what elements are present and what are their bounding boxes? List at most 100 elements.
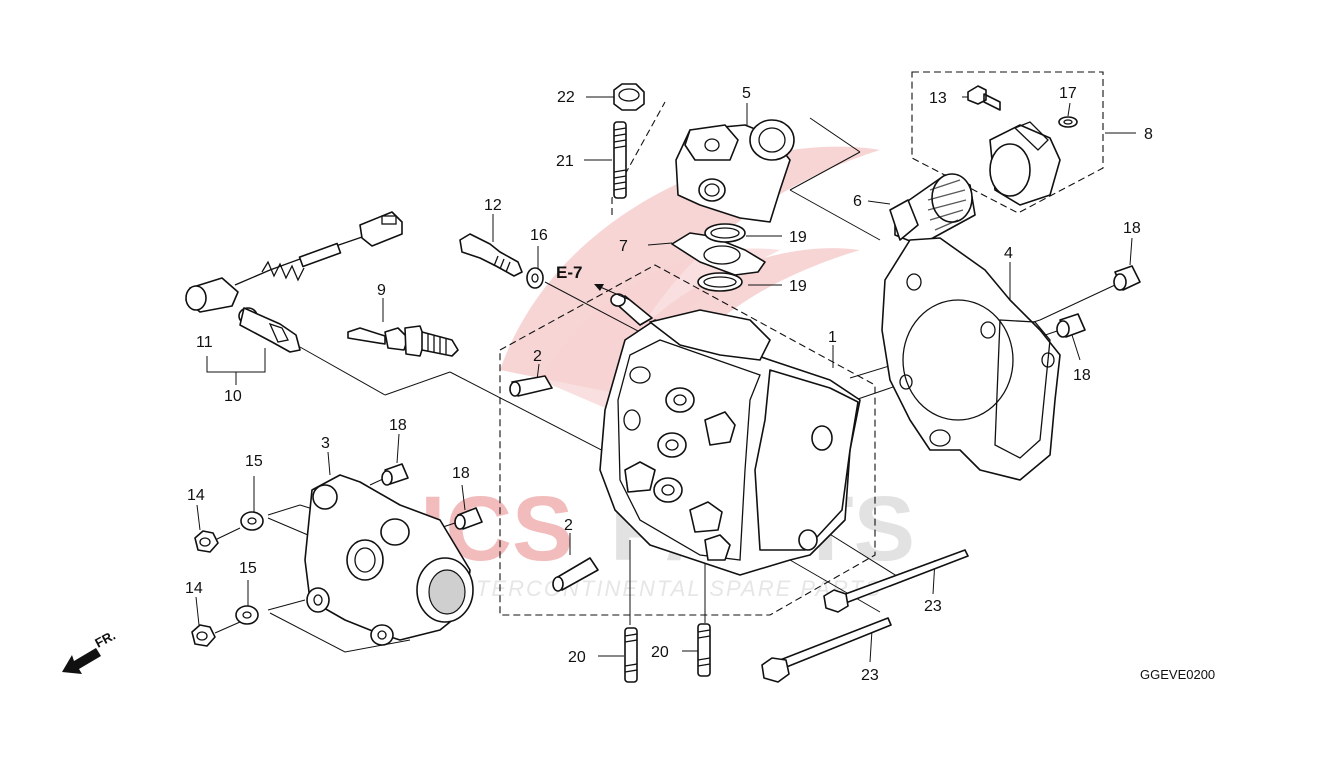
nut-shape <box>191 624 216 647</box>
part-8-joint-assembly <box>967 85 1078 206</box>
callout-5: 5 <box>742 85 751 102</box>
head-pillar <box>704 411 736 446</box>
callout-7: 7 <box>619 238 628 255</box>
o-ring-upper-inner <box>710 227 740 239</box>
part-23-bolt-upper <box>823 549 969 613</box>
gasket-hole <box>906 273 922 291</box>
part-20-stud-right <box>697 623 711 677</box>
harness-sleeve <box>298 242 342 268</box>
head-stud-boss <box>653 477 683 503</box>
callout-1: 1 <box>828 329 837 346</box>
part-3-holder <box>304 474 474 646</box>
callout-13: 13 <box>929 90 947 107</box>
part-7-insulator <box>671 232 766 276</box>
head-combustion-side <box>754 369 859 551</box>
group-outline-cylinder-head <box>499 264 876 616</box>
bolt-head <box>823 589 849 613</box>
gasket-hole <box>1041 352 1055 368</box>
callout-18-mid: 18 <box>452 465 470 482</box>
nut-hole <box>199 537 211 547</box>
collar-end <box>1056 320 1070 338</box>
gasket-hole <box>980 321 996 339</box>
holder-boss <box>312 484 338 510</box>
tube-end <box>931 173 973 223</box>
washer-ring <box>235 605 259 625</box>
bolt-head <box>761 657 790 683</box>
assembly-line <box>819 527 901 579</box>
head-pillar <box>704 534 731 561</box>
stud-threads <box>613 127 627 191</box>
harness-connector <box>359 211 403 247</box>
reference-arrow-line <box>597 285 631 301</box>
tube-mesh <box>927 179 967 231</box>
holder-boss <box>380 518 410 546</box>
callout-3: 3 <box>321 435 330 452</box>
callout-11: 11 <box>196 334 213 351</box>
manifold-lower-port <box>698 178 726 202</box>
group-outline-intake <box>611 101 666 215</box>
part-18-collar-b <box>1056 313 1086 338</box>
manifold-flange <box>749 119 795 161</box>
joint-clamp <box>1013 121 1049 151</box>
part-17-washer-hole <box>1063 119 1073 125</box>
collar-end <box>1113 273 1127 291</box>
stud-body <box>613 121 627 199</box>
assembly-line <box>789 189 881 241</box>
head-pocket <box>623 409 641 431</box>
leader-line <box>396 433 400 464</box>
part-5-intake-manifold <box>675 119 795 223</box>
head-stud-boss <box>657 432 687 458</box>
sensor-cylinder <box>239 307 301 353</box>
tube-clamp <box>889 199 919 241</box>
assembly-line <box>544 281 656 341</box>
assembly-line <box>809 117 861 153</box>
spark-plug-terminal <box>347 327 386 345</box>
holder-side-bore-inner <box>354 547 376 573</box>
part-21-stud <box>613 121 627 199</box>
assembly-line <box>299 346 386 396</box>
callout-2-upper: 2 <box>533 348 542 365</box>
gasket-hole <box>899 374 913 390</box>
part-10-sensor <box>238 307 301 353</box>
callout-18-mid-left: 18 <box>389 417 407 434</box>
nut-shape <box>613 83 645 111</box>
front-direction: FR. <box>62 628 118 674</box>
group-outlines <box>499 71 1104 616</box>
holder-mount <box>370 624 394 646</box>
holder-mount-hole <box>377 630 387 640</box>
callout-21: 21 <box>556 153 574 170</box>
part-16-washer <box>526 267 544 289</box>
head-stud-boss <box>665 387 695 413</box>
washer-hole <box>242 611 252 619</box>
reference-label: E-7 <box>556 263 582 282</box>
harness-connector-latch <box>381 215 397 225</box>
sensor-elbow-end <box>185 285 207 311</box>
spark-plug-thread-lines <box>427 334 447 354</box>
callout-14-lower: 14 <box>185 580 203 597</box>
part-4-head-gasket <box>881 237 1061 481</box>
group-outline-part-8 <box>911 71 1104 214</box>
washer-hole <box>247 517 257 525</box>
harness-spring <box>261 260 305 282</box>
head-gasket-flange <box>649 309 771 361</box>
callout-8: 8 <box>1144 126 1153 143</box>
callout-14-upper: 14 <box>187 487 205 504</box>
part-15-washer-lower <box>235 605 259 625</box>
callout-23-upper: 23 <box>924 598 942 615</box>
sensor-body <box>459 233 523 277</box>
head-stud-boss-hole <box>661 484 675 496</box>
manifold-port <box>758 127 786 153</box>
leader-line <box>1067 102 1071 117</box>
washer-ring <box>240 511 264 531</box>
head-side-port <box>798 529 818 551</box>
gasket-oil-passage <box>994 319 1051 459</box>
o-ring-lower <box>697 272 743 292</box>
nut-hole <box>196 631 208 641</box>
leader-line <box>867 200 891 205</box>
leader-line <box>196 504 201 531</box>
assembly-line <box>214 527 241 541</box>
callout-18-right: 18 <box>1073 367 1091 384</box>
callout-17: 17 <box>1059 85 1077 102</box>
assembly-line <box>267 599 306 611</box>
part-18-collar-c <box>381 463 409 486</box>
